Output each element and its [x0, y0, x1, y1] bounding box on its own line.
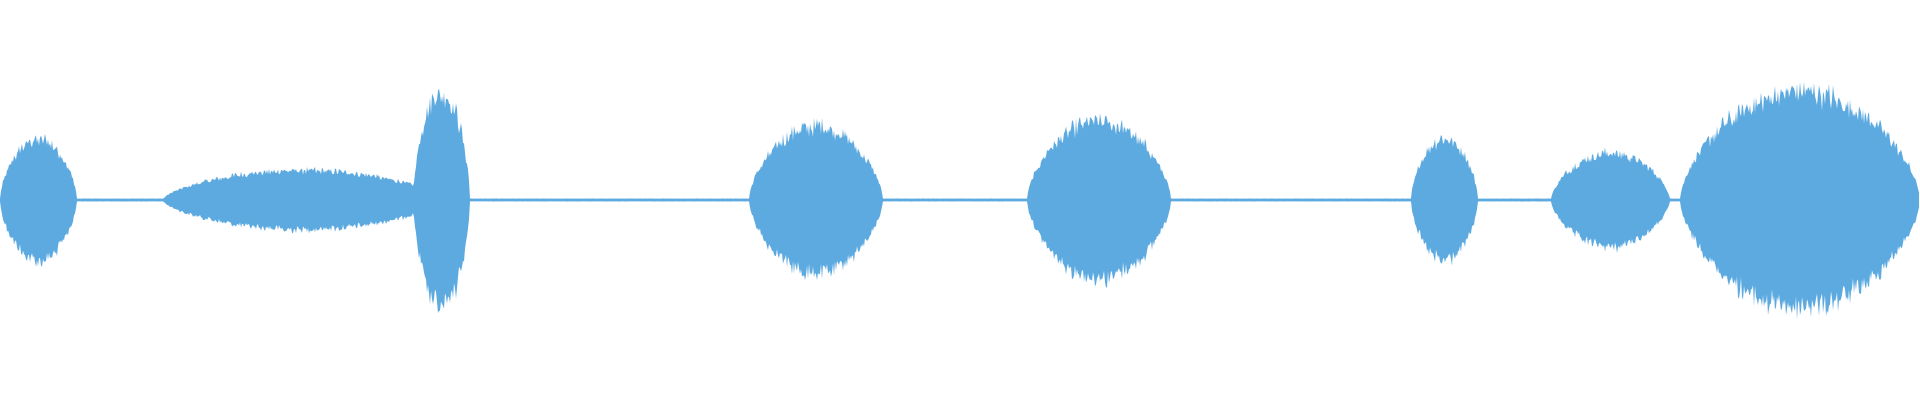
waveform-shape	[0, 81, 1919, 320]
